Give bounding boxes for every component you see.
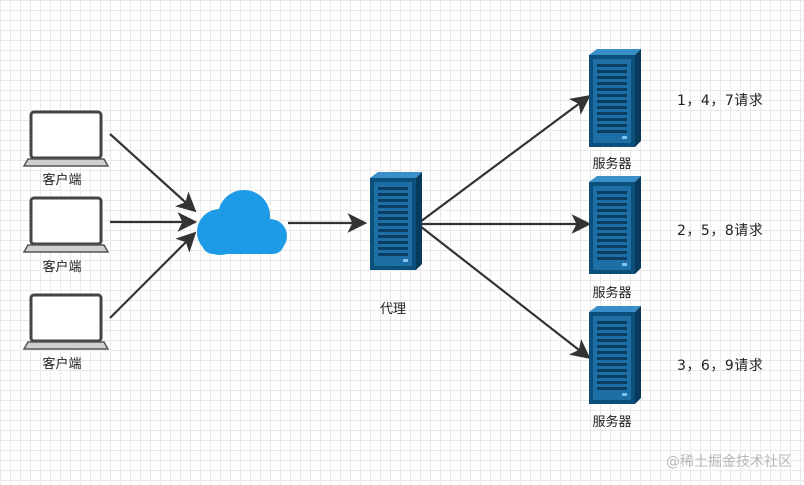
laptop-icon	[22, 110, 110, 168]
proxy-label: 代理	[379, 302, 407, 317]
server-icon	[589, 176, 641, 274]
arrow-client3-cloud	[109, 231, 197, 319]
arrow-proxy-server1	[419, 95, 591, 223]
laptop-icon	[22, 196, 110, 254]
arrow-client1-cloud	[109, 133, 197, 213]
client-label: 客户端	[42, 260, 82, 275]
arrows	[109, 95, 592, 360]
server-icon	[370, 172, 422, 270]
server-label: 服务器	[592, 286, 632, 301]
request-note: 3，6，9请求	[677, 358, 764, 374]
client-label: 客户端	[42, 173, 82, 188]
server-label: 服务器	[592, 157, 632, 172]
server-label: 服务器	[592, 415, 632, 430]
watermark: @稀土掘金技术社区	[666, 454, 792, 470]
laptop-icon	[22, 293, 110, 351]
arrow-proxy-server3	[419, 225, 591, 360]
request-note: 1，4，7请求	[677, 93, 764, 109]
request-note: 2，5，8请求	[677, 223, 764, 239]
client-label: 客户端	[42, 357, 82, 372]
cloud-icon	[197, 190, 287, 255]
server-icon	[589, 306, 641, 404]
server-icon	[589, 49, 641, 147]
